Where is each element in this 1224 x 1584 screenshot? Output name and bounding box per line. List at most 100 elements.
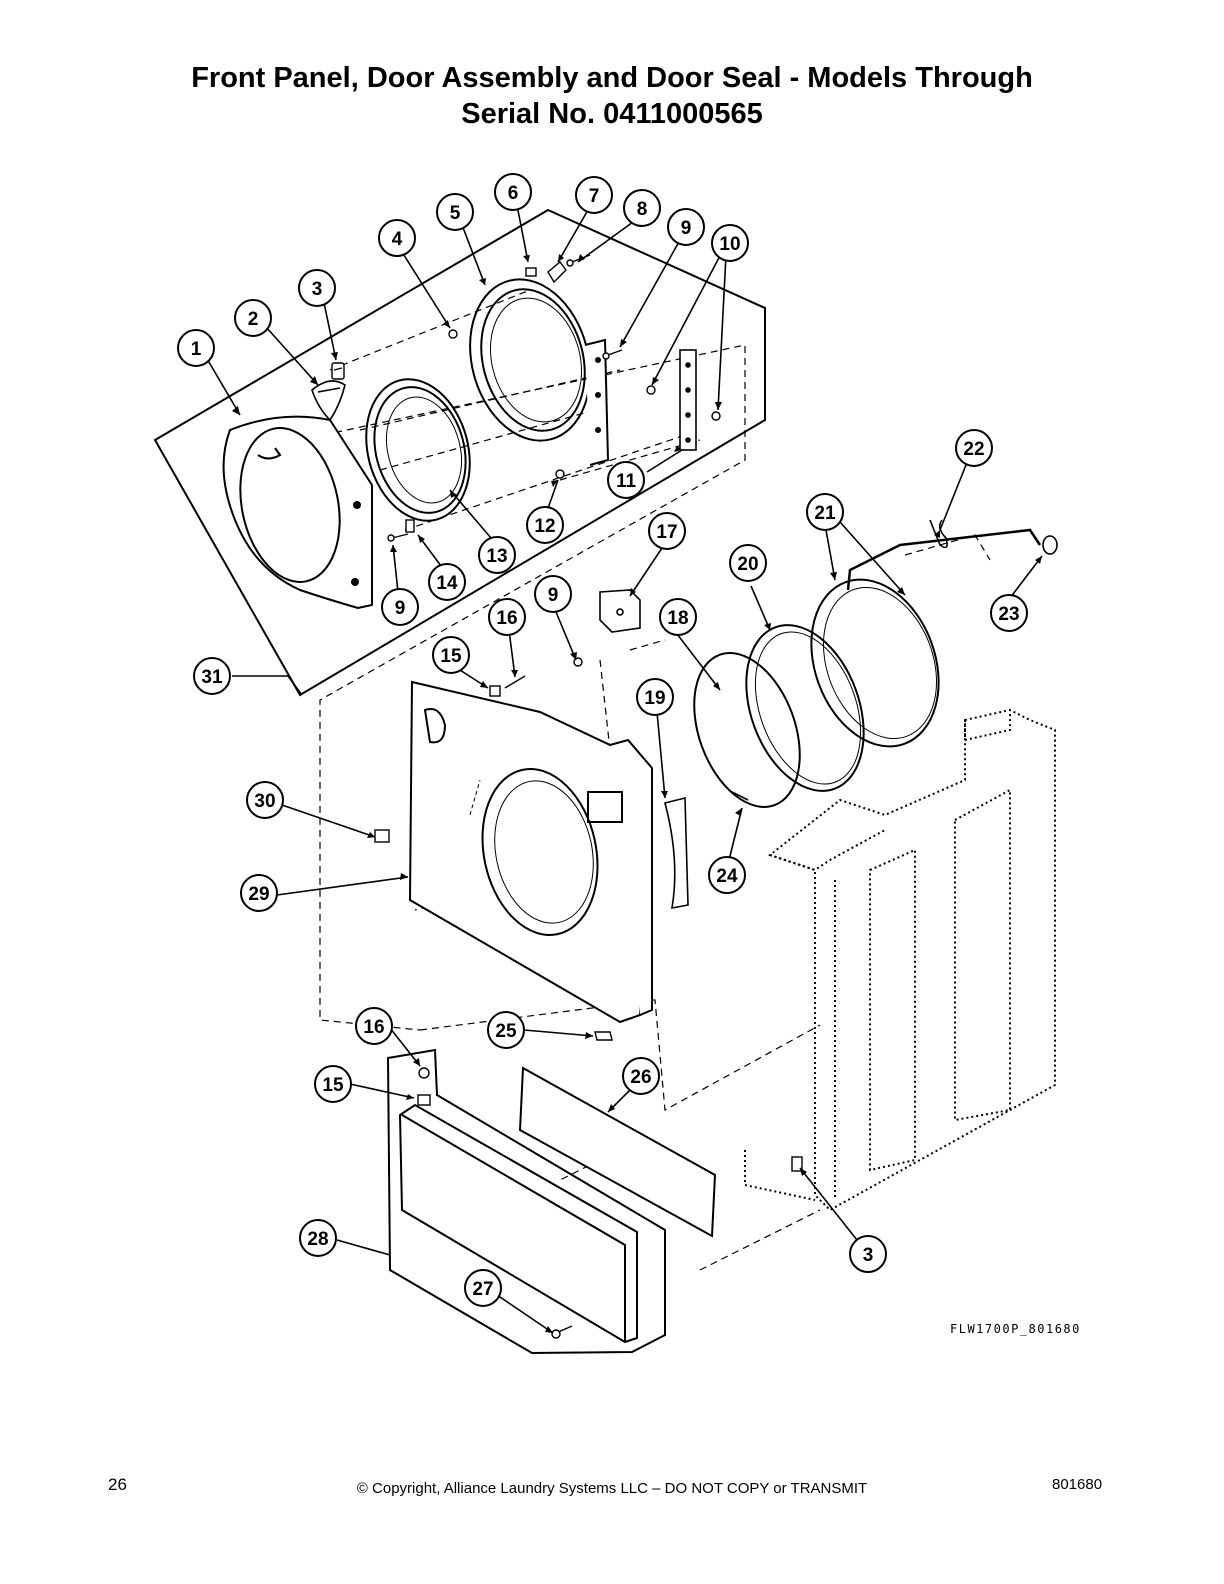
callout-circle [234,299,272,337]
seal-spring [929,519,948,549]
callout-number: 29 [248,884,269,905]
callout-1: 1 [177,329,215,367]
callout-number: 30 [254,791,275,812]
callout-number: 7 [589,186,600,207]
inner-door-frame [469,278,610,466]
callout-number: 12 [534,516,555,537]
callout-11: 11 [607,461,645,499]
leader-arrows [232,254,1042,1333]
callout-22: 22 [955,429,993,467]
callout-number: 3 [863,1245,874,1266]
callout-circle [378,219,416,257]
callout-4: 4 [378,219,416,257]
outer-door-panel [222,415,373,610]
callout-number: 16 [496,608,517,629]
callout-circle [240,874,278,912]
door-assembly-box [153,208,766,697]
callout-8: 8 [623,189,661,227]
callout-circle [246,781,284,819]
door-hinge [679,349,697,451]
door-seal-clamp [745,624,865,792]
title-line-2: Serial No. 0411000565 [461,98,763,130]
drawing-code: FLW1700P_801680 [950,1322,1081,1336]
callout-circle [314,1065,352,1103]
callout-19: 19 [636,678,674,716]
callout-circle [623,189,661,227]
callout-number: 13 [486,546,507,567]
callout-number: 9 [681,218,692,239]
callout-circle [708,856,746,894]
callout-circle [667,208,705,246]
callout-number: 27 [472,1279,493,1300]
callout-number: 10 [719,234,740,255]
callout-circle [298,269,336,307]
callout-21: 21 [806,493,844,531]
callout-circle [299,1219,337,1257]
callout-13: 13 [478,536,516,574]
page-number: 26 [108,1475,127,1494]
hose-clamp [1042,535,1058,555]
callout-circle [806,493,844,531]
callout-number: 23 [998,604,1019,625]
callout-number: 2 [248,309,259,330]
callout-5: 5 [436,193,474,231]
callout-circle [990,594,1028,632]
small-hardware-lower [374,657,803,1339]
callout-number: 11 [616,471,637,492]
callout-circle [849,1235,887,1273]
callout-number: 22 [963,439,984,460]
door-seal-boot [810,528,1042,748]
callout-number: 31 [201,667,223,688]
callout-circle [193,657,231,695]
door-catch-clip [331,362,345,380]
callout-3: 3 [298,269,336,307]
callout-number: 4 [392,229,403,250]
callout-number: 15 [322,1075,344,1096]
callout-circle [607,461,645,499]
callout-10: 10 [711,224,749,262]
callout-number: 9 [548,585,559,606]
callout-number: 24 [716,866,738,887]
callout-3: 3 [849,1235,887,1273]
callout-9: 9 [381,588,419,626]
callout-number: 25 [495,1021,517,1042]
lock-strike-strip [664,796,689,909]
callout-circle [622,1057,660,1095]
callout-circle [428,563,466,601]
callout-17: 17 [648,512,686,550]
callout-number: 6 [508,183,519,204]
door-handle [311,380,346,422]
callout-29: 29 [240,874,278,912]
callout-23: 23 [990,594,1028,632]
page-title: Front Panel, Door Assembly and Door Seal… [0,60,1224,132]
callout-circle [478,536,516,574]
callout-18: 18 [659,598,697,636]
callout-number: 1 [191,339,202,360]
callout-circle [464,1269,502,1307]
callout-number: 8 [637,199,648,220]
callout-26: 26 [622,1057,660,1095]
callout-9: 9 [667,208,705,246]
callout-number: 14 [436,573,458,594]
callout-number: 21 [814,503,836,524]
callout-number: 20 [737,554,758,575]
callout-31: 31 [193,657,231,695]
callout-7: 7 [575,176,613,214]
callout-circle [381,588,419,626]
callout-circle [648,512,686,550]
callout-2: 2 [234,299,272,337]
callout-circle [177,329,215,367]
callout-number: 26 [630,1067,651,1088]
callout-circle [494,173,532,211]
callout-circle [534,575,572,613]
callout-circle [355,1007,393,1045]
callout-6: 6 [494,173,532,211]
cabinet-frame [744,708,1056,1212]
callout-number: 5 [450,203,461,224]
callout-28: 28 [299,1219,337,1257]
callout-circle [711,224,749,262]
callout-circle [729,544,767,582]
panel-screw [594,1031,613,1041]
